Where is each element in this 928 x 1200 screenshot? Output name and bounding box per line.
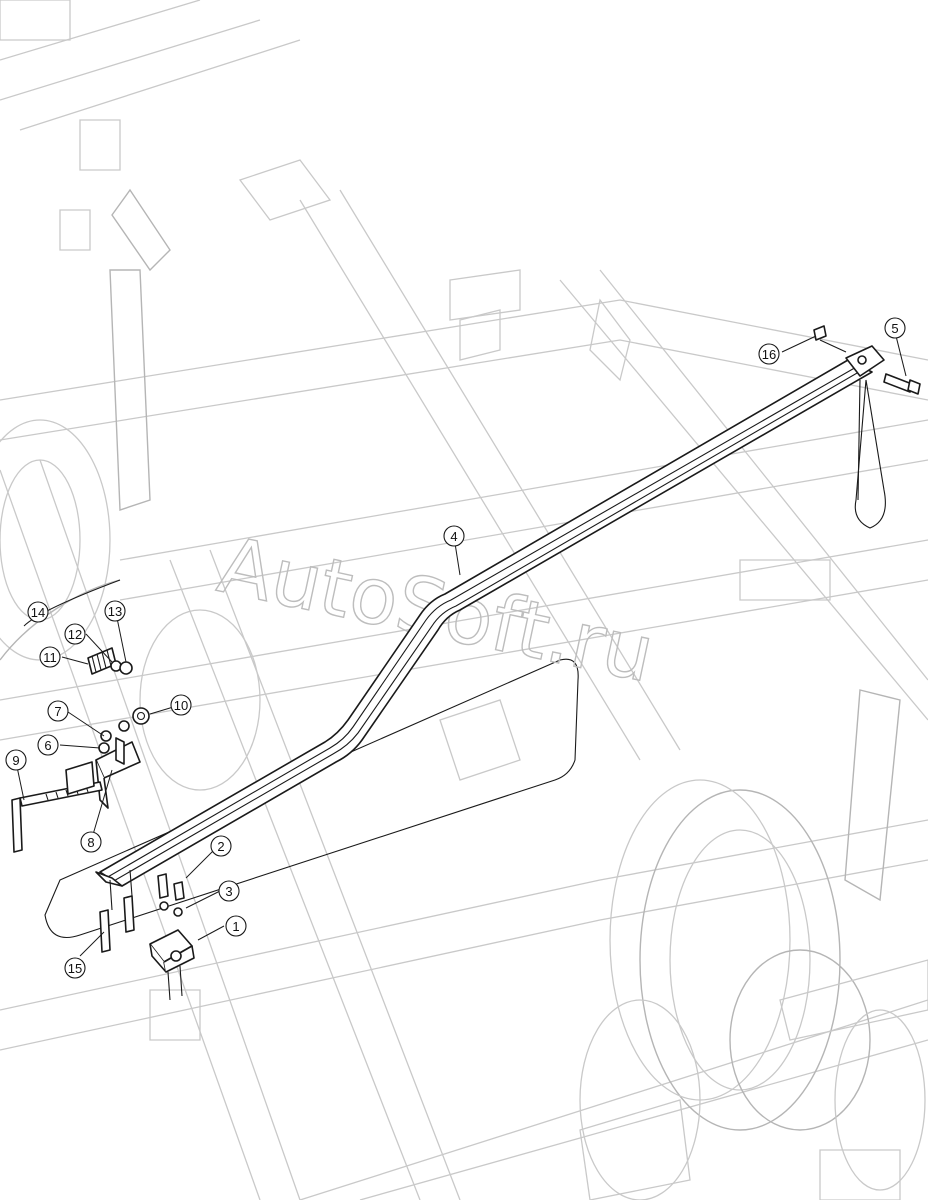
bracket-8 [95,737,141,809]
callout-8-circle [80,831,102,853]
callout-8: 8 [80,831,102,853]
nut-7b [118,720,130,732]
callout-11-circle [39,646,61,668]
callout-2-circle [210,835,232,857]
callout-8-label: 8 [87,835,94,850]
callout-15: 15 [64,957,86,979]
callout-16-circle [758,343,780,365]
callout-10-label: 10 [174,698,188,713]
callout-11-label: 11 [43,650,57,665]
callout-7: 7 [47,700,69,722]
nut-7 [100,730,112,742]
bolts-15 [99,869,135,953]
callout-3-label: 3 [225,884,232,899]
callout-9: 9 [5,749,27,771]
callout-2: 2 [210,835,232,857]
callout-5-circle [884,317,906,339]
callout-12-circle [64,623,86,645]
callout-5-label: 5 [891,321,898,336]
parts [11,325,921,1001]
bolt-16 [813,325,847,353]
callout-13-label: 13 [108,604,122,619]
callout-16-label: 16 [762,347,776,362]
callout-6: 6 [37,734,59,756]
callout-15-circle [64,957,86,979]
nut-13 [119,661,133,675]
clamp-block-1 [149,929,195,973]
callout-14: 14 [27,601,49,623]
callout-4-label: 4 [450,529,457,544]
callout-10: 10 [170,694,192,716]
callout-2-label: 2 [217,839,224,854]
callout-3: 3 [218,880,240,902]
bolts-2 [157,873,185,901]
callout-4-circle [443,525,465,547]
callout-10-circle [170,694,192,716]
callout-14-label: 14 [31,605,45,620]
callout-14-circle [27,601,49,623]
pin-5 [883,373,921,395]
washer-3a [159,901,169,911]
callout-9-label: 9 [12,753,19,768]
callout-5: 5 [884,317,906,339]
callout-1-label: 1 [232,919,239,934]
nut-10 [132,707,150,725]
callout-7-label: 7 [54,704,61,719]
callout-15-label: 15 [68,961,82,976]
callout-6-label: 6 [44,738,51,753]
callout-1-circle [225,915,247,937]
callout-6-circle [37,734,59,756]
callout-3-circle [218,880,240,902]
support-block [65,761,95,795]
callout-13-circle [104,600,126,622]
link-arm [854,379,886,529]
callout-9-circle [5,749,27,771]
callout-13: 13 [104,600,126,622]
callout-1: 1 [225,915,247,937]
main-bar [95,345,885,887]
washer-6 [98,742,110,754]
callout-11: 11 [39,646,61,668]
callout-4: 4 [443,525,465,547]
leader-lines [15,335,907,957]
callout-12-label: 12 [68,627,82,642]
callout-16: 16 [758,343,780,365]
callout-12: 12 [64,623,86,645]
washer-3b [173,907,183,917]
callout-7-circle [47,700,69,722]
